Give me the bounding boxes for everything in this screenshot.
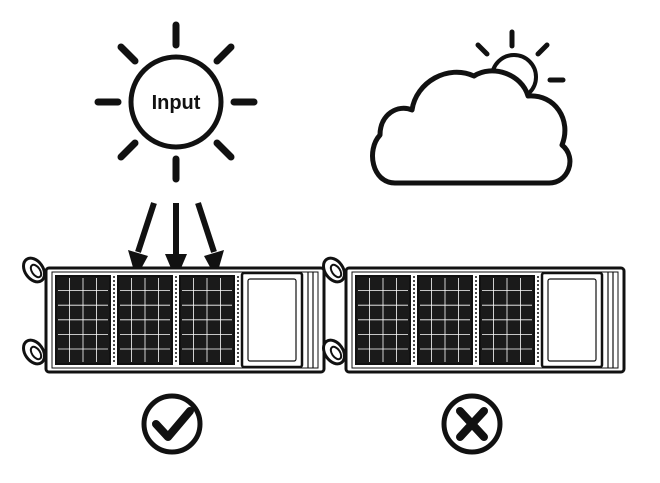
solar-cell [417, 275, 473, 365]
solar-cell [117, 275, 173, 365]
solar-cell [179, 275, 235, 365]
sun-input-label: Input [152, 92, 201, 114]
panel-hanging-loops [322, 256, 346, 366]
solar-cell [55, 275, 111, 365]
arrow-right [195, 202, 224, 278]
solar-cell [479, 275, 535, 365]
solar-panel-right [322, 256, 626, 374]
solar-panel-left [22, 256, 326, 374]
solar-cell [355, 275, 411, 365]
arrow-left [128, 202, 157, 278]
check-circle-icon [141, 393, 203, 455]
x-circle-icon [441, 393, 503, 455]
panel-hanging-loops [22, 256, 46, 366]
sun-icon: Input [94, 21, 258, 183]
cloud-with-sun-icon [370, 29, 573, 186]
